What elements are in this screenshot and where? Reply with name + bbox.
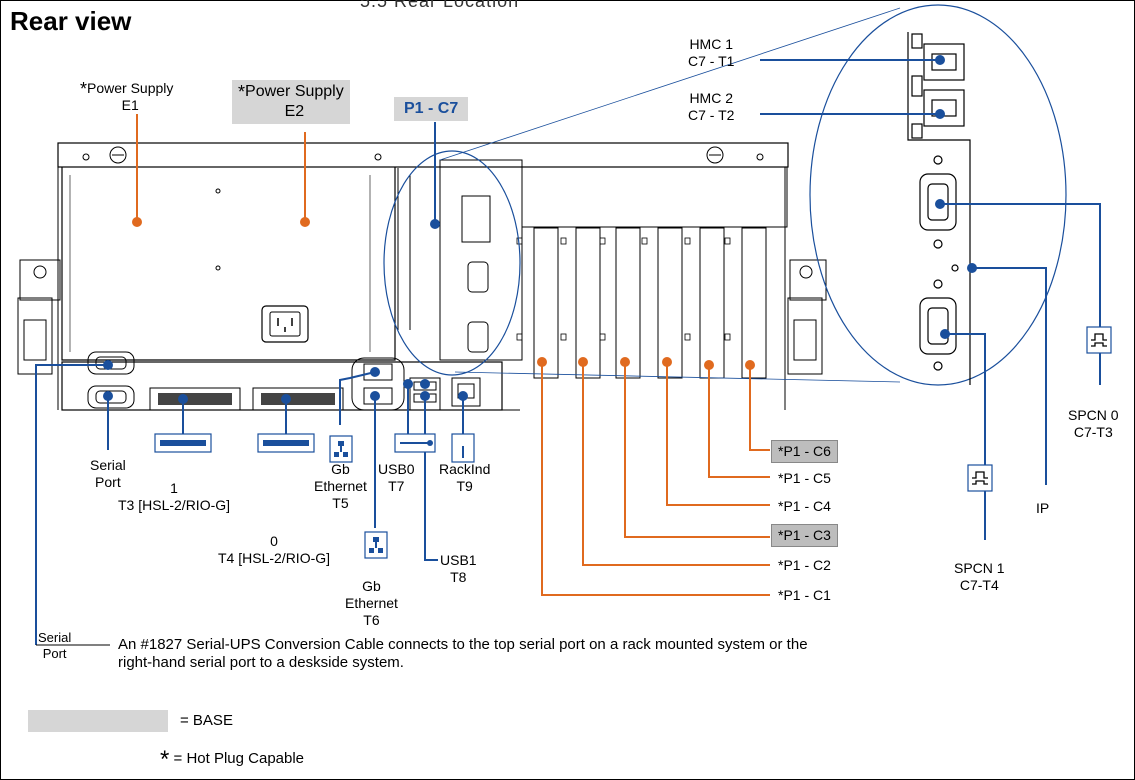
serial-port-label: Serial Port [90, 457, 126, 490]
slot-c6-label: *P1 - C6 [771, 440, 838, 463]
port-t5-label: Gb Ethernet T5 [314, 461, 367, 511]
slot-c3-label: *P1 - C3 [771, 524, 838, 547]
note-text: An #1827 Serial-UPS Conversion Cable con… [118, 636, 808, 671]
port-t4-label: 0 T4 [HSL-2/RIO-G] [218, 533, 331, 566]
cutoff-heading: 5.5 Rear Location [360, 0, 520, 11]
port-t7-label: USB0 T7 [378, 461, 415, 494]
hmc1-label: HMC 1 C7 - T1 [688, 36, 735, 69]
chassis-top-rail [57, 142, 789, 168]
power-supply-e2-label: *Power Supply E2 [232, 80, 350, 124]
spcn0-label: SPCN 0 C7-T3 [1068, 407, 1119, 440]
legend-hot-plug: * = Hot Plug Capable [160, 746, 305, 773]
port-t8-label: USB1 T8 [440, 552, 477, 585]
card-p1-c7-label: P1 - C7 [394, 97, 469, 121]
hmc2-label: HMC 2 C7 - T2 [688, 90, 735, 123]
ip-label: IP [1036, 500, 1050, 516]
zoomed-card-detail [907, 32, 971, 385]
port-t3-label: 1 T3 [HSL-2/RIO-G] [118, 480, 231, 513]
spcn-icon-0 [1086, 326, 1112, 354]
page-title: Rear view [10, 6, 132, 36]
slot-c2-label: *P1 - C2 [778, 557, 831, 573]
slot-c4-label: *P1 - C4 [778, 498, 831, 514]
slot-c5-label: *P1 - C5 [778, 470, 831, 486]
zoom-source-ellipse [383, 150, 521, 376]
power-inlet [261, 305, 309, 343]
spcn1-label: SPCN 1 C7-T4 [954, 560, 1005, 593]
spcn-icon-1 [967, 464, 993, 492]
zoom-target-ellipse [809, 4, 1067, 386]
port-t6-label: Gb Ethernet T6 [345, 578, 398, 628]
note-serial-port-label: Serial Port [38, 630, 72, 661]
slot-c1-label: *P1 - C1 [778, 587, 831, 603]
legend-base-swatch [28, 710, 168, 732]
port-t9-label: RackInd T9 [439, 461, 491, 494]
power-supply-e1-label: *Power Supply E1 [80, 79, 174, 113]
legend-base-label: = BASE [180, 712, 233, 729]
